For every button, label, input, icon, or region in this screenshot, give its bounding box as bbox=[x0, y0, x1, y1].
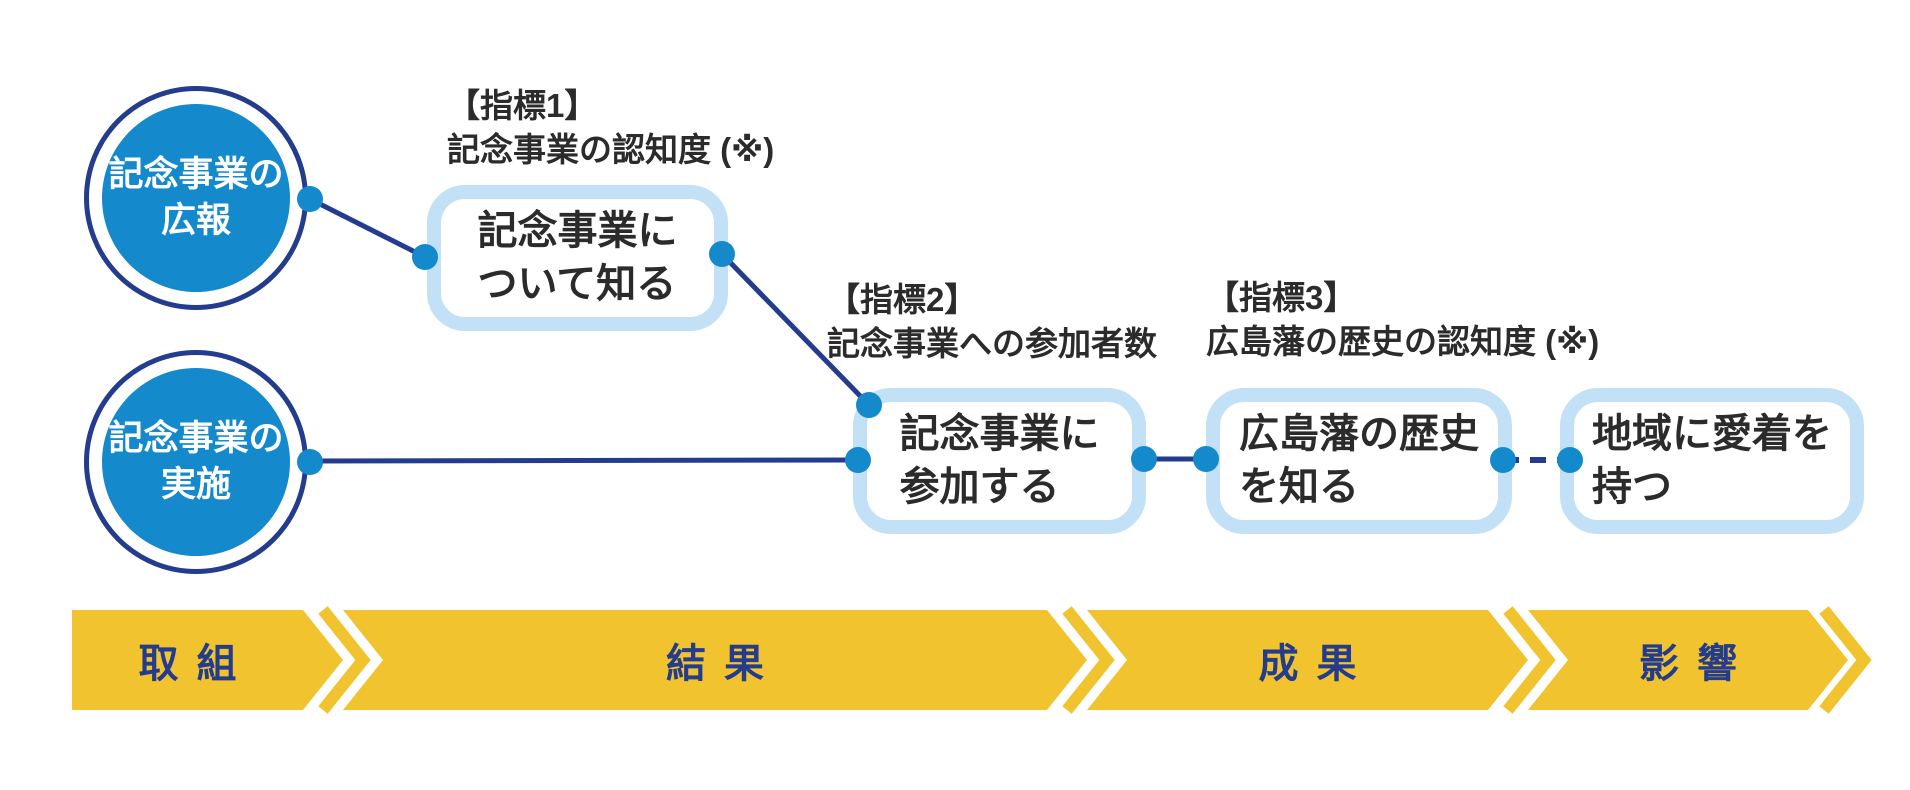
outcome-box-line2: 持つ bbox=[1592, 465, 1672, 509]
outcome-box-know-about-project-text: 記念事業に ついて知る bbox=[478, 205, 678, 311]
connector-line-know-to-participate bbox=[720, 252, 871, 407]
outcome-box-line2: 参加する bbox=[899, 465, 1060, 509]
indicator-3-desc: 広島藩の歴史の認知度 (※) bbox=[1206, 323, 1600, 360]
outcome-box-line1: 地域に愛着を bbox=[1592, 412, 1832, 456]
indicator-2-title: 【指標2】 bbox=[827, 281, 978, 318]
chevron-separator-icon bbox=[1503, 606, 1556, 714]
indicator-1-desc: 記念事業の認知度 (※) bbox=[447, 131, 775, 168]
stage-segment-kekka bbox=[343, 610, 1087, 710]
indicator-label-2: 【指標2】 記念事業への参加者数 bbox=[827, 278, 1157, 366]
input-circle-publicity-line2: 広報 bbox=[160, 201, 231, 240]
input-circle-implementation-line1: 記念事業の bbox=[108, 419, 284, 458]
outcome-box-line2: ついて知る bbox=[477, 262, 677, 306]
outcome-box-learn-history-text: 広島藩の歴史 を知る bbox=[1239, 408, 1479, 514]
stage-label-kekka: 結果 bbox=[666, 642, 782, 686]
outcome-box-local-attachment: 地域に愛着を 持つ bbox=[1560, 388, 1864, 534]
chevron-arrow-end-icon bbox=[1819, 606, 1872, 714]
input-circle-publicity-line1: 記念事業の bbox=[108, 155, 284, 194]
input-circle-publicity: 記念事業の 広報 bbox=[84, 86, 308, 310]
input-circle-implementation-body: 記念事業の 実施 bbox=[102, 368, 290, 556]
chevron-separator-icon bbox=[318, 606, 371, 714]
input-circle-implementation: 記念事業の 実施 bbox=[84, 350, 308, 574]
input-circle-implementation-line2: 実施 bbox=[160, 465, 231, 504]
outcome-box-know-about-project: 記念事業に ついて知る bbox=[427, 185, 728, 331]
stage-label-eikyo: 影響 bbox=[1639, 642, 1755, 686]
outcome-box-learn-history: 広島藩の歴史 を知る bbox=[1206, 388, 1512, 534]
stage-label-torikumi: 取組 bbox=[138, 642, 255, 686]
indicator-3-title: 【指標3】 bbox=[1206, 279, 1357, 316]
stage-segment-torikumi bbox=[72, 610, 343, 710]
outcome-box-line1: 広島藩の歴史 bbox=[1239, 412, 1479, 456]
indicator-2-desc: 記念事業への参加者数 bbox=[827, 325, 1157, 362]
connector-line-publicity-to-know bbox=[308, 196, 427, 260]
input-circle-publicity-body: 記念事業の 広報 bbox=[102, 104, 290, 292]
outcome-box-line1: 記念事業に bbox=[899, 412, 1100, 456]
outcome-box-participate: 記念事業に 参加する bbox=[853, 388, 1146, 534]
indicator-label-1: 【指標1】 記念事業の認知度 (※) bbox=[447, 84, 774, 172]
indicator-label-3: 【指標3】 広島藩の歴史の認知度 (※) bbox=[1206, 276, 1599, 364]
outcome-box-participate-text: 記念事業に 参加する bbox=[900, 408, 1100, 514]
stage-segment-seika bbox=[1087, 610, 1528, 710]
stage-label-seika: 成果 bbox=[1258, 642, 1375, 686]
stage-segment-eikyo bbox=[1528, 610, 1848, 710]
connector-line-implement-to-participate bbox=[309, 457, 859, 464]
outcome-box-line1: 記念事業に bbox=[477, 209, 678, 253]
chevron-separator-icon bbox=[1062, 606, 1115, 714]
indicator-1-title: 【指標1】 bbox=[447, 87, 598, 124]
outcome-box-line2: を知る bbox=[1239, 465, 1359, 509]
outcome-box-local-attachment-text: 地域に愛着を 持つ bbox=[1592, 408, 1832, 514]
